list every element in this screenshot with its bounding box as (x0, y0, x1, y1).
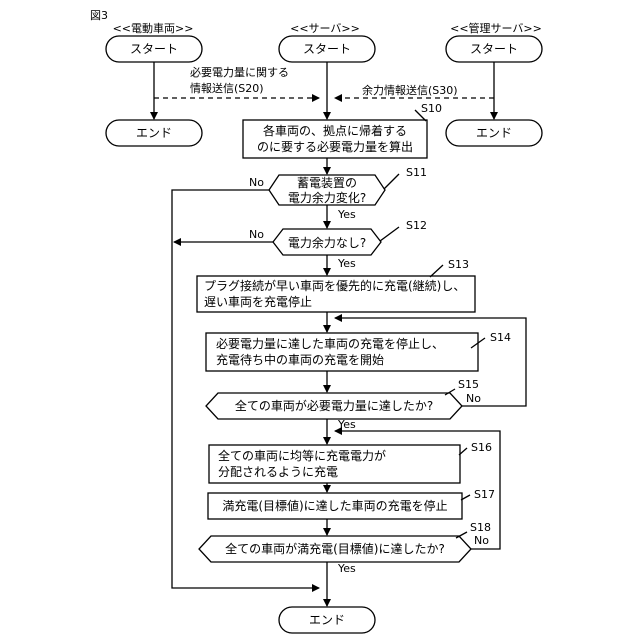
server-end-label: エンド (309, 613, 345, 627)
s14-tag: S14 (490, 331, 511, 344)
s13-tag-leader (430, 265, 443, 277)
s11-line1: 蓄電装置の (297, 176, 357, 190)
lane-server-label: <<サーバ>> (290, 22, 360, 35)
s13-line1: プラグ接続が早い車両を優先的に充電(継続)し、 (204, 278, 465, 293)
server-start-label: スタート (303, 42, 351, 56)
s18-no-label: No (474, 534, 489, 547)
s10-tag: S10 (421, 102, 442, 115)
s12-tag: S12 (406, 219, 427, 232)
step-s13: プラグ接続が早い車両を優先的に充電(継続)し、 遅い車両を充電停止 (197, 276, 475, 312)
s18-tag-leader (456, 532, 467, 538)
s16-line2: 分配されるように充電 (218, 464, 338, 479)
server-start-terminal: スタート (279, 36, 375, 62)
s15-yes-label: Yes (337, 418, 356, 431)
management-start-terminal: スタート (446, 36, 542, 62)
s14-line2: 充電待ち中の車両の充電を開始 (216, 352, 384, 367)
s12-yes-label: Yes (337, 257, 356, 270)
s13-tag: S13 (448, 258, 469, 271)
decision-s12: 電力余力なし? (273, 229, 381, 255)
vehicle-start-terminal: スタート (106, 36, 202, 62)
step-s17: 満充電(目標値)に達した車両の充電を停止 (208, 493, 462, 519)
s14-line1: 必要電力量に達した車両の充電を停止し、 (216, 336, 444, 351)
decision-s15: 全ての車両が必要電力量に達したか? (206, 393, 462, 419)
vehicle-end-label: エンド (136, 126, 172, 140)
s11-yes-label: Yes (337, 208, 356, 221)
lane-vehicle-label: <<電動車両>> (113, 21, 194, 35)
s10-line1: 各車両の、拠点に帰着する (263, 123, 407, 138)
decision-s18: 全ての車両が満充電(目標値)に達したか? (199, 536, 471, 562)
s11-tag: S11 (406, 166, 427, 179)
vehicle-end-terminal: エンド (106, 120, 202, 146)
s13-line2: 遅い車両を充電停止 (204, 294, 312, 309)
s20-message-line1: 必要電力量に関する (190, 66, 289, 79)
management-end-terminal: エンド (446, 120, 542, 146)
s18-line1: 全ての車両が満充電(目標値)に達したか? (225, 541, 445, 556)
s12-tag-leader (380, 227, 399, 241)
s15-tag: S15 (458, 378, 479, 391)
figure-label: 図3 (90, 9, 108, 22)
s11-no-label: No (249, 176, 264, 189)
s11-line2: 電力余力変化? (288, 190, 366, 205)
s12-line1: 電力余力なし? (288, 235, 366, 250)
management-end-label: エンド (476, 126, 512, 140)
s15-line1: 全ての車両が必要電力量に達したか? (235, 398, 433, 413)
server-end-terminal: エンド (279, 607, 375, 633)
step-s16: 全ての車両に均等に充電電力が 分配されるように充電 (209, 445, 460, 483)
s30-message-label: 余力情報送信(S30) (362, 83, 458, 97)
s17-tag: S17 (474, 488, 495, 501)
s10-line2: のに要する必要電力量を算出 (257, 139, 413, 154)
lane-management-label: <<管理サーバ>> (450, 21, 542, 35)
s18-yes-label: Yes (337, 562, 356, 575)
s12-no-label: No (249, 228, 264, 241)
s15-no-label: No (466, 392, 481, 405)
decision-s11: 蓄電装置の 電力余力変化? (269, 175, 385, 205)
step-s14: 必要電力量に達した車両の充電を停止し、 充電待ち中の車両の充電を開始 (206, 333, 478, 371)
s20-message-line2: 情報送信(S20) (190, 81, 264, 95)
s11-tag-leader (384, 174, 399, 189)
s16-line1: 全ての車両に均等に充電電力が (218, 448, 386, 463)
s16-tag: S16 (471, 441, 492, 454)
s18-tag: S18 (470, 521, 491, 534)
step-s10: 各車両の、拠点に帰着する のに要する必要電力量を算出 (243, 120, 427, 158)
s17-line1: 満充電(目標値)に達した車両の充電を停止 (222, 498, 447, 513)
vehicle-start-label: スタート (130, 42, 178, 56)
management-start-label: スタート (470, 42, 518, 56)
